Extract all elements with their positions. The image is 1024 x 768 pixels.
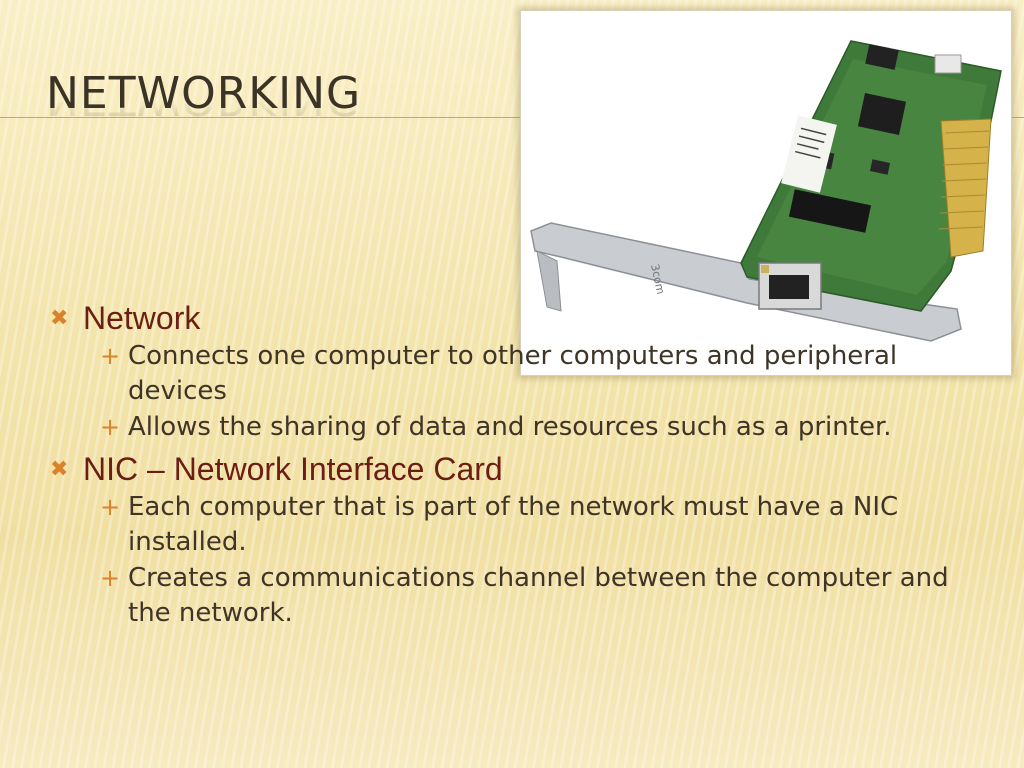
bracket-brand-text: 3com — [648, 263, 667, 296]
slide-title: NETWORKING — [46, 68, 362, 119]
plus-bullet-icon: + — [100, 413, 121, 441]
bullet-text: Allows the sharing of data and resources… — [128, 412, 892, 442]
network-card-illustration: 3com — [530, 40, 1002, 342]
bullet-level2: + Each computer that is part of the netw… — [46, 490, 976, 560]
slide-title-reflection: NETWORKING — [46, 73, 362, 124]
bullet-level2: + Connects one computer to other compute… — [46, 339, 976, 409]
bullet-group-nic: ✖ NIC – Network Interface Card + Each co… — [46, 449, 976, 631]
bullet-text: Creates a communications channel between… — [128, 563, 949, 628]
plus-bullet-icon: + — [100, 564, 121, 592]
bullet-level1: ✖ NIC – Network Interface Card — [46, 449, 976, 489]
plus-bullet-icon: + — [100, 342, 121, 370]
bullet-list: ✖ Network + Connects one computer to oth… — [46, 294, 976, 631]
bullet-text: Each computer that is part of the networ… — [128, 492, 899, 557]
title-divider — [0, 117, 1024, 118]
bullet-group-network: ✖ Network + Connects one computer to oth… — [46, 298, 976, 445]
nic-photo: 3com — [520, 10, 1012, 376]
x-mark-bullet-icon: ✖ — [50, 456, 69, 481]
bullet-text: Connects one computer to other computers… — [128, 341, 898, 406]
bullet-text: Network — [83, 300, 201, 336]
bullet-level2: + Creates a communications channel betwe… — [46, 561, 976, 631]
x-mark-bullet-icon: ✖ — [50, 305, 69, 330]
bullet-level1: ✖ Network — [46, 298, 976, 338]
plus-bullet-icon: + — [100, 493, 121, 521]
bullet-text: NIC – Network Interface Card — [83, 451, 503, 487]
bullet-level2: + Allows the sharing of data and resourc… — [46, 410, 976, 445]
